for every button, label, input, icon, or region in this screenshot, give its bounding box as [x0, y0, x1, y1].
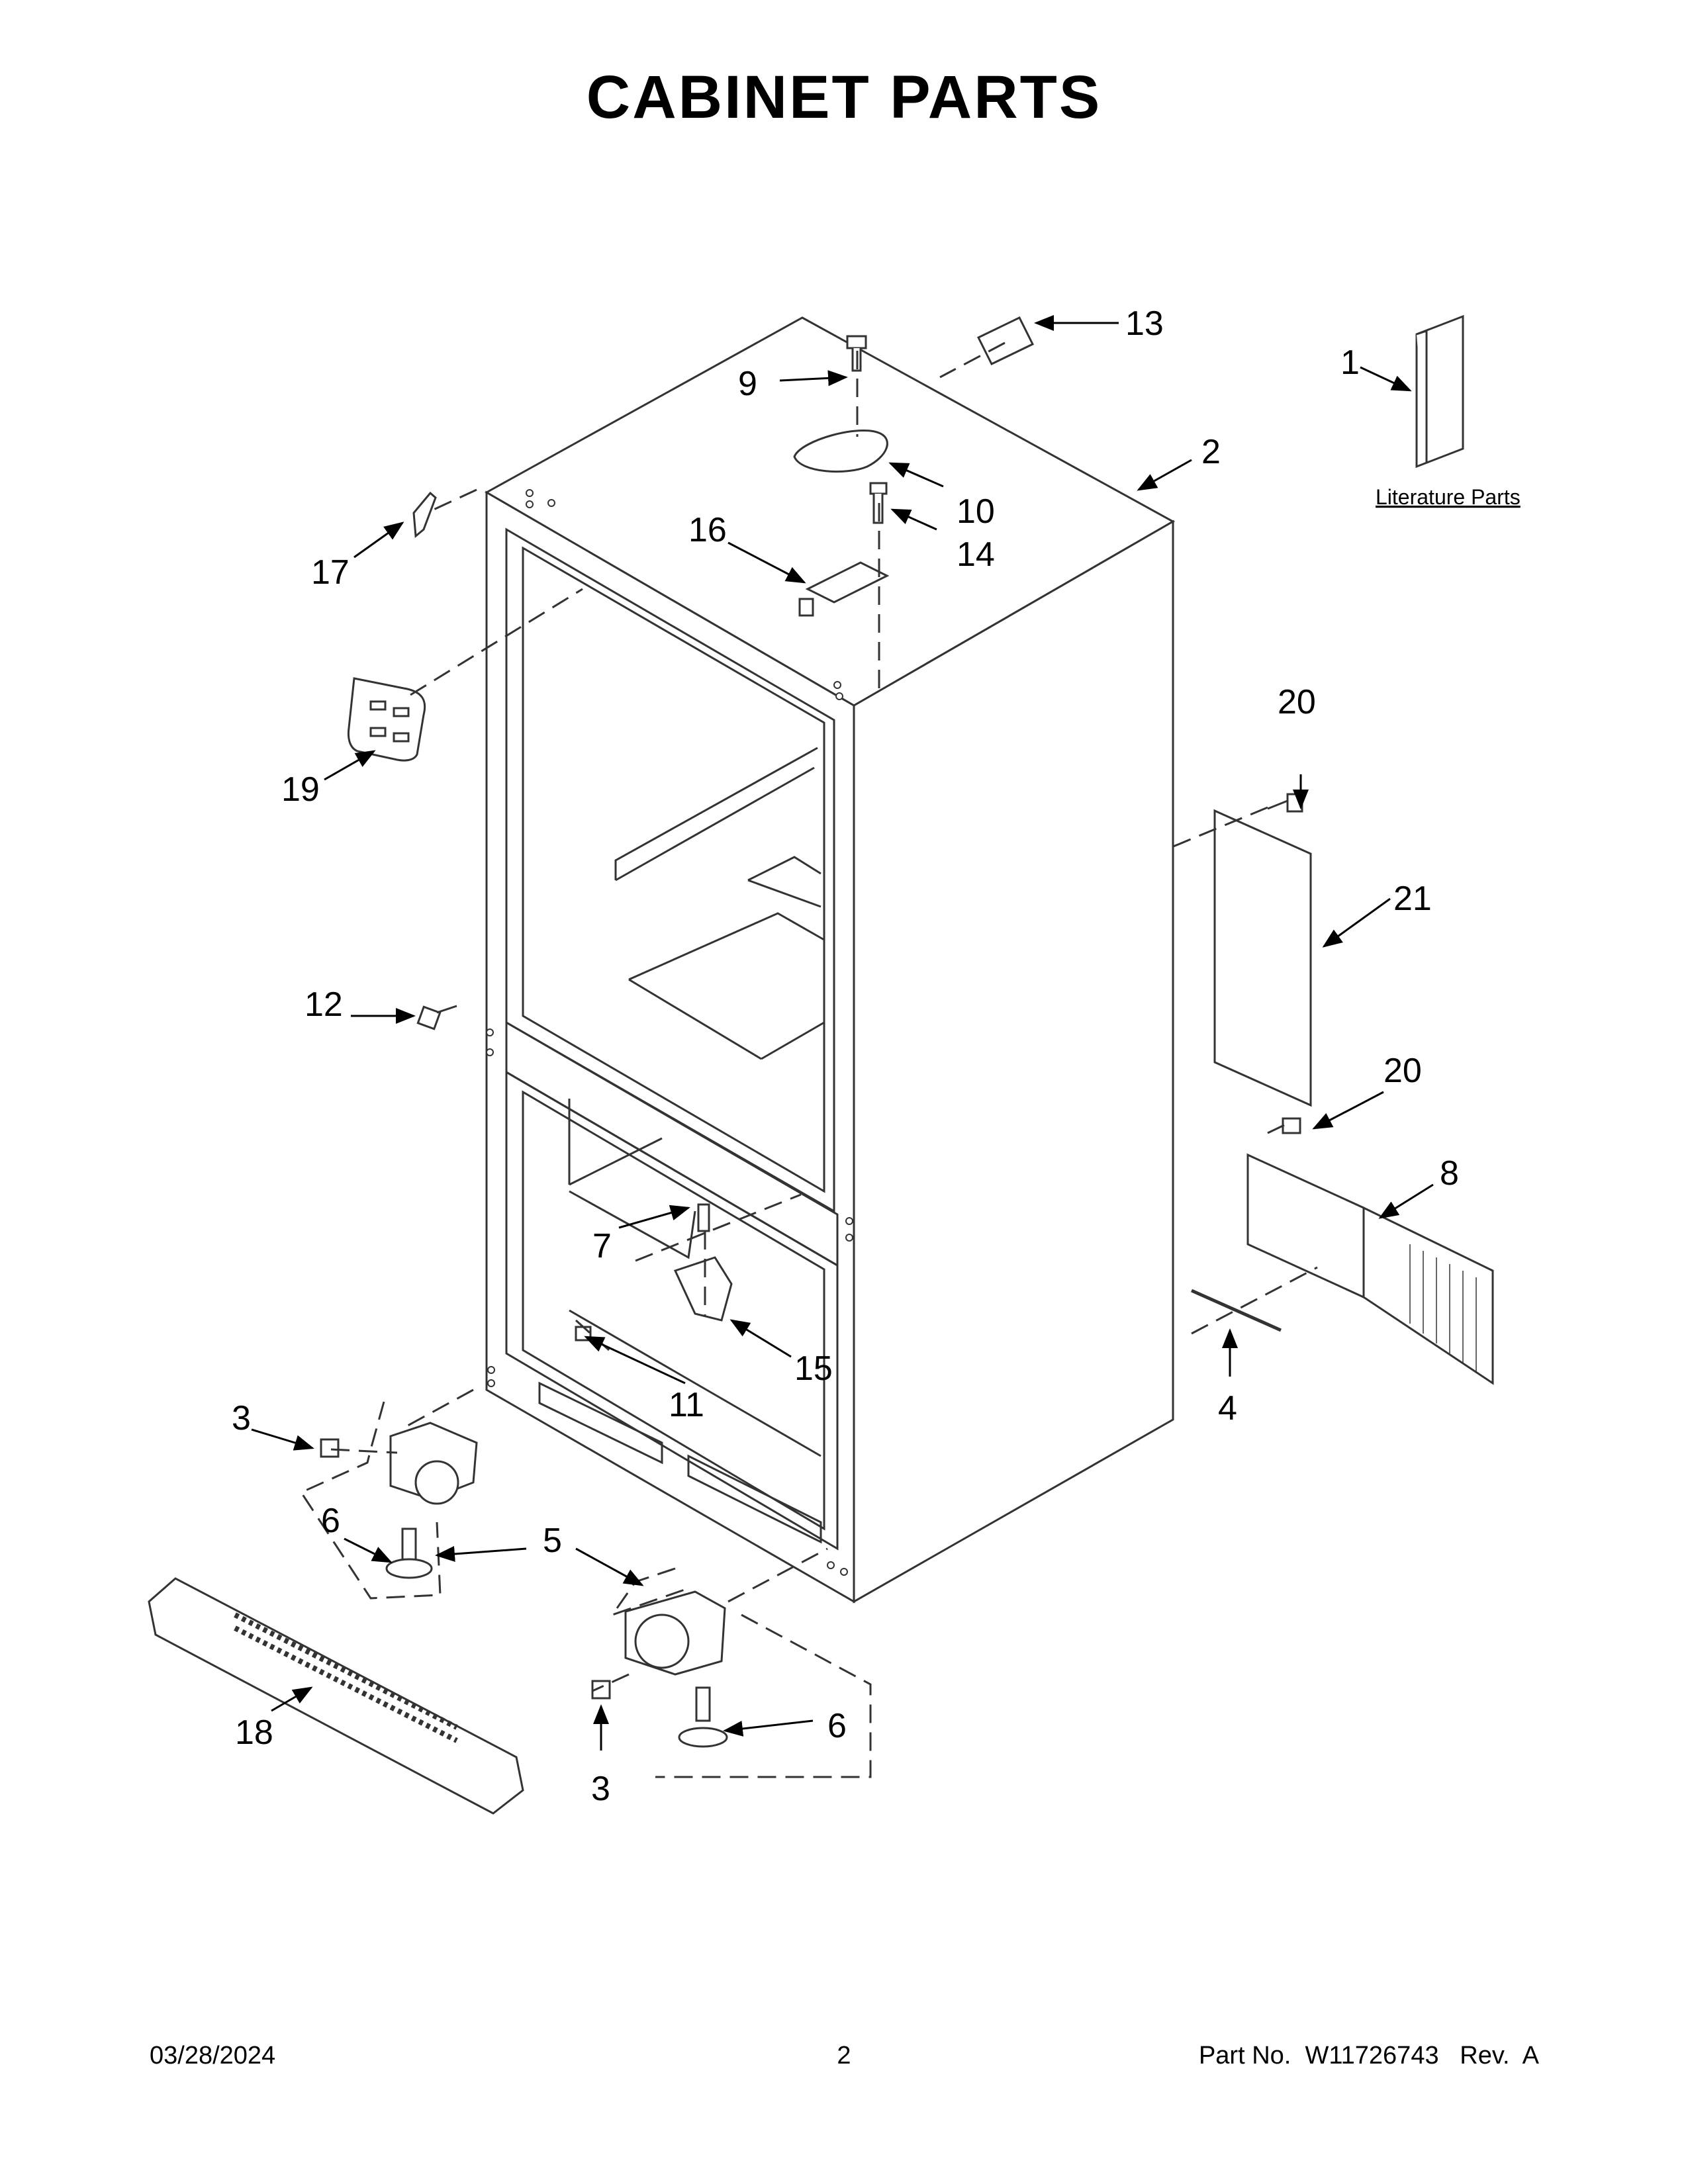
- part-no-value: W11726743: [1305, 2042, 1439, 2070]
- callout-10: 10: [957, 492, 995, 531]
- callout-3-left: 3: [232, 1399, 251, 1437]
- panel-21: [1213, 809, 1312, 1107]
- footer-part-info: Part No. W11726743 Rev. A: [1199, 2042, 1539, 2070]
- screw-20-bottom: [1267, 1117, 1301, 1134]
- callout-5: 5: [543, 1522, 562, 1560]
- assembly-lines: [299, 341, 1318, 1778]
- callout-19: 19: [281, 770, 320, 809]
- callout-6-right: 6: [827, 1707, 847, 1745]
- leader-arrows: [251, 315, 1434, 1751]
- label-13: [976, 316, 1035, 365]
- base-grille-18: [148, 1577, 524, 1815]
- strip-4: [1190, 1289, 1282, 1332]
- callout-20-top: 20: [1278, 683, 1316, 721]
- callout-12: 12: [305, 985, 343, 1024]
- footer-date: 03/28/2024: [150, 2042, 276, 2070]
- callout-8: 8: [1440, 1154, 1459, 1193]
- left-leveler: [320, 1422, 478, 1579]
- page-title: CABINET PARTS: [586, 64, 1102, 131]
- rev-label: Rev.: [1460, 2042, 1510, 2070]
- grille-8: [1246, 1153, 1494, 1385]
- callout-18: 18: [235, 1713, 273, 1752]
- callout-15: 15: [794, 1349, 833, 1388]
- part-no-label: Part No.: [1198, 2042, 1291, 2070]
- footer-page-number: 2: [837, 2042, 851, 2070]
- cabinet-holes: [486, 489, 853, 1576]
- callout-14: 14: [957, 535, 995, 574]
- clip-17: [412, 491, 437, 538]
- callout-2: 2: [1201, 433, 1221, 471]
- callout-11: 11: [669, 1386, 704, 1424]
- callout-9: 9: [738, 365, 757, 403]
- callout-13: 13: [1125, 304, 1164, 343]
- callout-3-right: 3: [591, 1770, 610, 1808]
- callout-labels: 1 2 3 3 4 5 6 6 7 8 9 10 11 12 13 14 15 …: [232, 304, 1521, 1808]
- callout-16: 16: [688, 511, 727, 549]
- callout-17: 17: [311, 553, 350, 592]
- screw-20-top: [1267, 793, 1303, 813]
- bracket-19: [347, 677, 426, 762]
- callout-1: 1: [1340, 343, 1360, 382]
- literature-parts-booklet: [1415, 314, 1464, 469]
- callout-20-bottom: 20: [1383, 1052, 1422, 1090]
- cabinet-body: [484, 316, 1176, 1604]
- callout-21: 21: [1393, 880, 1432, 918]
- callout-7: 7: [592, 1227, 612, 1265]
- top-hinge-parts: [793, 335, 890, 617]
- screw-12: [416, 1005, 457, 1030]
- callout-6-left: 6: [321, 1502, 340, 1540]
- rev-value: A: [1522, 2042, 1539, 2070]
- right-leveler: [591, 1590, 728, 1748]
- callout-4: 4: [1218, 1389, 1237, 1428]
- literature-parts-label: Literature Parts: [1376, 485, 1521, 509]
